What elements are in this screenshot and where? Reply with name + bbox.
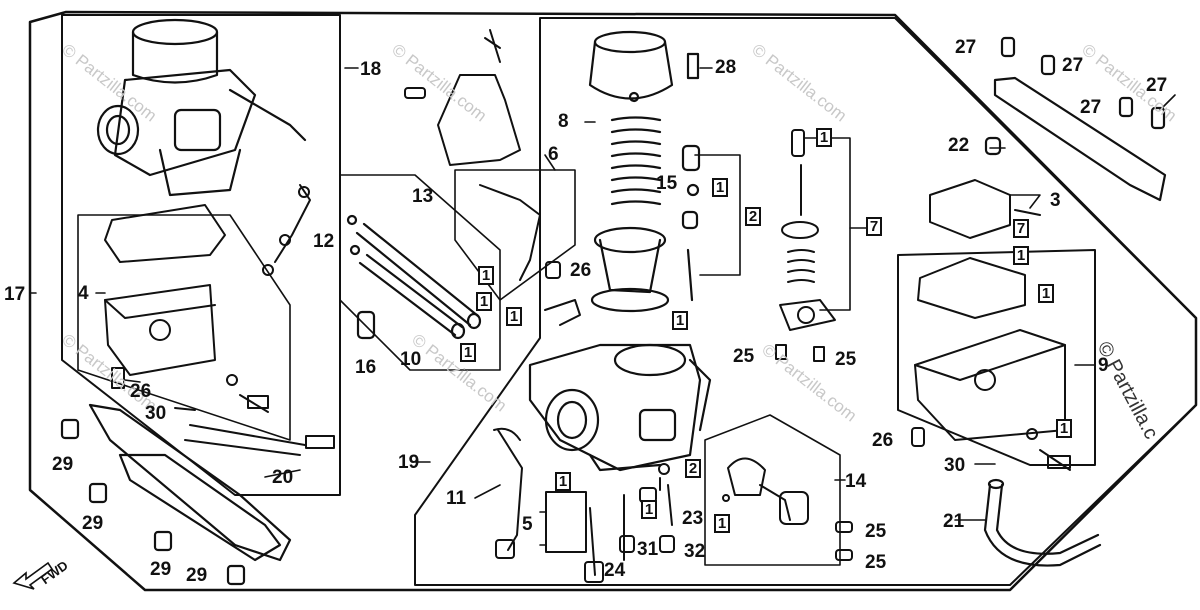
callout-27-a: 27 [955,37,977,58]
callout-5: 5 [522,514,533,535]
callout-29-a: 29 [52,454,74,475]
center-carb-frame [414,17,1197,586]
boxed-callout-1-c: 1 [460,343,476,362]
vacuum-chamber [588,30,701,313]
callout-27-d: 27 [1146,75,1168,96]
callout-27-b: 27 [1062,55,1084,76]
boxed-callout-2-a: 2 [745,207,761,226]
boxed-callout-1-b: 1 [476,292,492,311]
choke-assembly [722,457,853,561]
left-carb-frame [61,14,341,496]
left-float-bowl [104,204,226,376]
right-bracket [984,36,1167,202]
callout-32: 32 [684,541,706,562]
left-small-parts [111,184,335,456]
leader-lines [29,67,1176,546]
callout-17: 17 [4,284,26,305]
callout-3: 3 [1050,190,1061,211]
callout-25-c: 25 [865,521,887,542]
boxed-callout-1-i: 1 [1038,284,1054,303]
fuel-tubes [346,214,482,340]
callout-29-c: 29 [150,559,172,580]
callout-26-c: 26 [872,430,894,451]
callout-12: 12 [313,231,335,252]
callout-25-d: 25 [865,552,887,573]
callout-30-a: 30 [145,403,167,424]
throttle-bracket [404,29,581,326]
jets [493,427,675,583]
callout-21: 21 [943,511,965,532]
outer-frame [28,10,1198,592]
callout-22: 22 [948,135,970,156]
callout-14: 14 [845,471,867,492]
fwd-arrow-icon [12,561,54,590]
callout-6: 6 [548,144,559,165]
boxed-callout-1-j: 1 [1056,419,1072,438]
callout-23: 23 [682,508,704,529]
callout-11: 11 [446,488,467,509]
callout-4: 4 [78,283,89,304]
callout-29-d: 29 [186,565,208,586]
boxed-callout-1-h: 1 [1013,246,1029,265]
callout-29-b: 29 [82,513,104,534]
tube-frame [339,174,501,371]
boxed-callout-1-k: 1 [555,472,571,491]
center-carburetor [528,343,712,472]
callout-30-b: 30 [944,455,966,476]
boxed-callout-1-g: 1 [816,128,832,147]
callout-26-a: 26 [130,381,152,402]
boxed-callout-2-b: 2 [685,459,701,478]
callout-16: 16 [355,357,377,378]
callout-19: 19 [398,452,420,473]
callout-28: 28 [715,57,737,78]
callout-24: 24 [604,560,626,581]
left-bowl-frame [77,214,291,441]
boxed-callout-1-l: 1 [641,500,657,519]
float [929,179,1041,239]
callout-13: 13 [412,186,434,207]
callout-10: 10 [400,349,422,370]
boxed-callout-1-f: 1 [712,178,728,197]
callout-15: 15 [656,173,678,194]
callout-9: 9 [1098,355,1109,376]
boxed-callout-7-a: 7 [866,217,882,236]
callout-25-b: 25 [835,349,857,370]
mount-brackets [60,403,292,586]
left-carburetor [96,18,307,197]
boxed-callout-1-a: 1 [478,266,494,285]
choke-frame [704,414,841,566]
boxed-callout-1-m: 1 [714,514,730,533]
callout-20: 20 [272,467,294,488]
accelerator-pump [775,129,836,362]
boxed-callout-1-e: 1 [672,311,688,330]
link-frame [454,169,576,301]
callout-8: 8 [558,111,569,132]
callout-25-a: 25 [733,346,755,367]
callout-27-c: 27 [1080,97,1102,118]
callout-31: 31 [637,539,659,560]
boxed-callout-1-d: 1 [506,307,522,326]
boxed-callout-7-b: 7 [1013,219,1029,238]
right-hose [983,478,1102,567]
callout-26-b: 26 [570,260,592,281]
callout-18: 18 [360,59,382,80]
